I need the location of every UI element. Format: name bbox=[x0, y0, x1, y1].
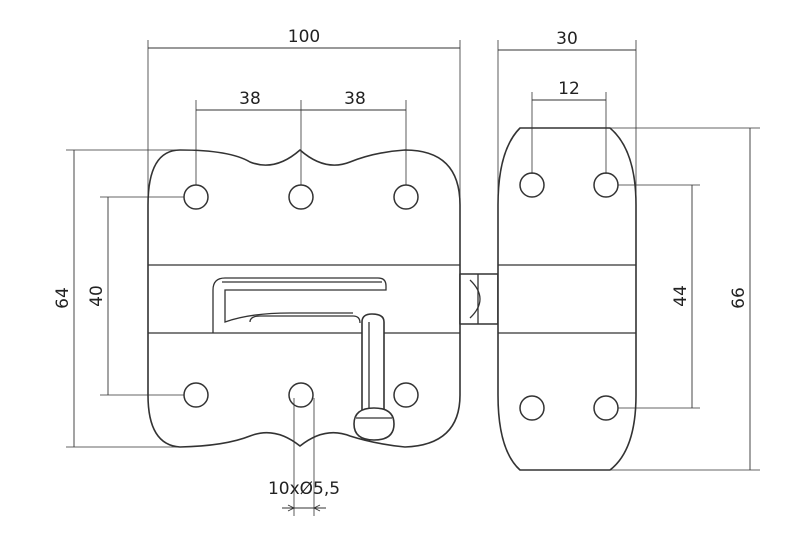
bolt-shaft bbox=[459, 273, 499, 325]
dimension-bolt-plate-width: 100 bbox=[147, 27, 461, 205]
dimension-label-100: 100 bbox=[288, 27, 320, 47]
dimension-label-64: 64 bbox=[53, 287, 73, 309]
dimension-keeper-height: 66 bbox=[610, 127, 760, 471]
keeper-hole-bottom-right bbox=[593, 395, 619, 421]
bolt-slot-lower bbox=[249, 315, 361, 324]
hole-callout-label: 10xØ5,5 bbox=[268, 479, 340, 499]
bolt-plate-hole-bottom-right bbox=[393, 382, 419, 408]
bolt-handle bbox=[353, 313, 395, 441]
bolt-plate-hole-top-left bbox=[183, 184, 209, 210]
dimension-label-12: 12 bbox=[558, 79, 580, 99]
bolt-plate-hole-bottom-left bbox=[183, 382, 209, 408]
dimension-hole-pitch: 38 38 bbox=[195, 89, 407, 185]
dimension-hole-diameter: 10xØ5,5 bbox=[268, 398, 340, 516]
dimension-label-30: 30 bbox=[556, 29, 578, 49]
dimension-keeper-hole-pitch: 12 bbox=[531, 79, 607, 174]
bolt-plate bbox=[147, 149, 461, 448]
dimension-bolt-plate-height: 64 bbox=[53, 149, 180, 448]
keeper-hole-top-right bbox=[593, 172, 619, 198]
dimension-bolt-plate-hole-vertical: 40 bbox=[87, 196, 184, 396]
dimension-keeper-hole-vertical: 44 bbox=[618, 184, 700, 409]
bolt-plate-hole-bottom-middle bbox=[288, 382, 314, 408]
bolt-plate-hole-top-middle bbox=[288, 184, 314, 210]
dimension-label-40: 40 bbox=[87, 285, 107, 307]
dimension-label-66: 66 bbox=[729, 287, 749, 309]
bolt-slot bbox=[212, 277, 387, 333]
dimension-label-44: 44 bbox=[671, 285, 691, 307]
keeper-hole-bottom-left bbox=[519, 395, 545, 421]
dimension-label-38-left: 38 bbox=[239, 89, 261, 109]
bolt-plate-hole-top-right bbox=[393, 184, 419, 210]
keeper-hole-top-left bbox=[519, 172, 545, 198]
dimension-keeper-width: 30 bbox=[497, 29, 637, 205]
keeper-plate bbox=[497, 127, 637, 471]
dimension-label-38-right: 38 bbox=[344, 89, 366, 109]
